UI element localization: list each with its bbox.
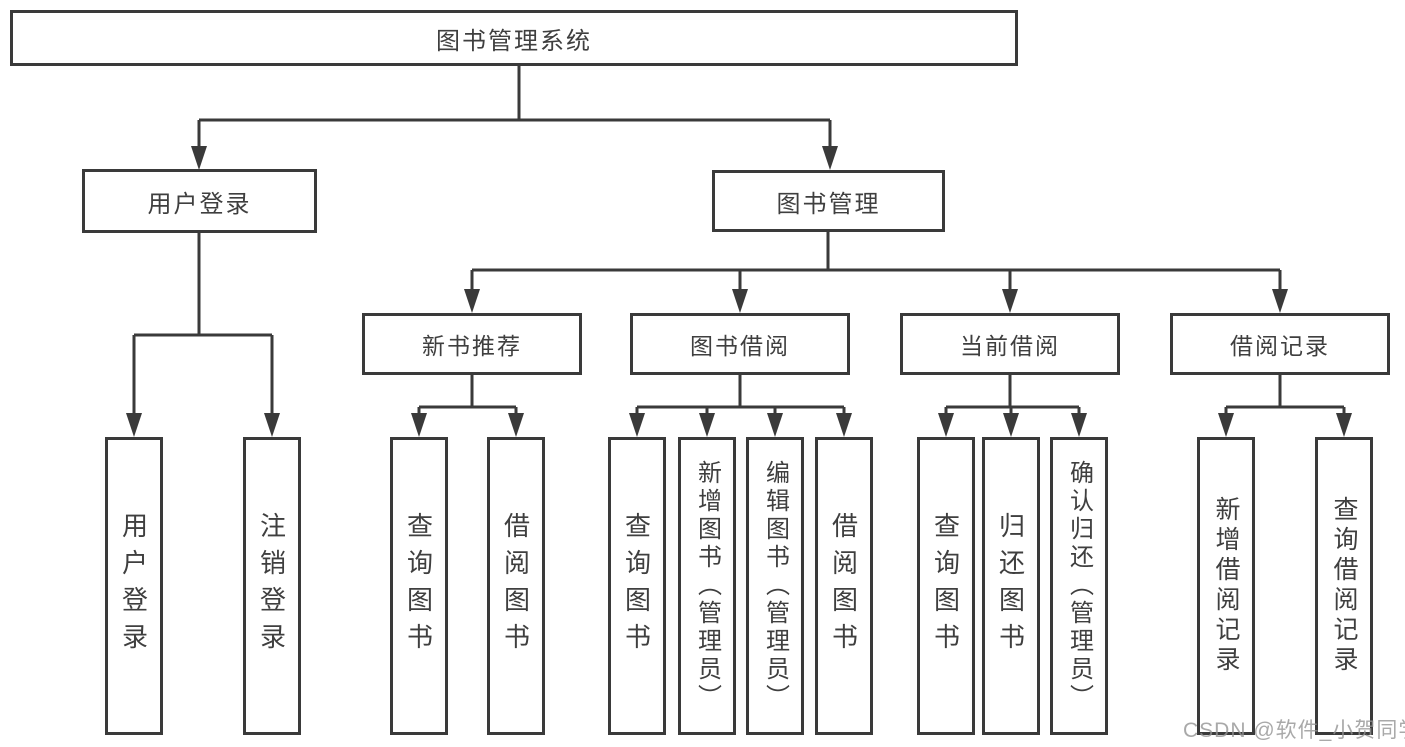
- node-borrow-records: 借阅记录: [1170, 313, 1390, 375]
- node-book-management: 图书管理: [712, 170, 945, 232]
- node-label: 图书借阅: [690, 333, 790, 359]
- node-root: 图书管理系统: [10, 10, 1018, 66]
- node-label: 借阅记录: [1230, 333, 1330, 359]
- node-label: 新书推荐: [422, 333, 522, 359]
- watermark: CSDN @软件_小贺同学: [1183, 719, 1405, 742]
- leaf-label: 用户登录: [118, 512, 149, 660]
- leaf-cb-confirm-return-admin: 确认归还（管理员）: [1050, 437, 1108, 735]
- node-label: 用户登录: [147, 190, 252, 218]
- node-label: 当前借阅: [960, 333, 1060, 359]
- leaf-logout: 注销登录: [243, 437, 301, 735]
- wire-root-to-level1: [197, 66, 832, 150]
- leaf-label: 查询借阅记录: [1330, 496, 1358, 676]
- leaf-bb-add-books-admin: 新增图书（管理员）: [678, 437, 736, 735]
- leaf-cb-return-books: 归还图书: [982, 437, 1040, 735]
- wire-borrow-to-leaves: [635, 375, 846, 416]
- leaf-label: 查询图书: [930, 512, 961, 660]
- node-book-borrow: 图书借阅: [630, 313, 850, 375]
- leaf-bb-borrow-books: 借阅图书: [815, 437, 873, 735]
- leaf-label: 借阅图书: [500, 512, 531, 660]
- leaf-label: 归还图书: [995, 512, 1026, 660]
- leaf-br-query-record: 查询借阅记录: [1315, 437, 1373, 735]
- leaf-nbr-borrow-books: 借阅图书: [487, 437, 545, 735]
- leaf-bb-edit-books-admin: 编辑图书（管理员）: [746, 437, 804, 735]
- node-new-book-recommend: 新书推荐: [362, 313, 582, 375]
- wire-current-to-leaves: [944, 375, 1081, 416]
- leaf-cb-query-books: 查询图书: [917, 437, 975, 735]
- wire-userlogin-to-leaves: [132, 233, 274, 416]
- leaf-label: 新增借阅记录: [1212, 496, 1240, 676]
- leaf-br-add-record: 新增借阅记录: [1197, 437, 1255, 735]
- wire-records-to-leaves: [1224, 375, 1346, 416]
- wire-newbook-to-leaves: [417, 375, 518, 416]
- leaf-label: 借阅图书: [828, 512, 859, 660]
- node-label: 图书管理系统: [436, 27, 592, 55]
- leaf-label: 查询图书: [403, 512, 434, 660]
- leaf-bb-query-books: 查询图书: [608, 437, 666, 735]
- leaf-label: 确认归还（管理员）: [1065, 460, 1093, 712]
- leaf-label: 注销登录: [256, 512, 287, 660]
- leaf-user-login: 用户登录: [105, 437, 163, 735]
- leaf-label: 新增图书（管理员）: [693, 460, 721, 712]
- node-label: 图书管理: [776, 190, 881, 218]
- leaf-label: 查询图书: [621, 512, 652, 660]
- leaf-label: 编辑图书（管理员）: [761, 460, 789, 712]
- wire-bookmgmt-to-level2: [470, 232, 1282, 292]
- leaf-nbr-query-books: 查询图书: [390, 437, 448, 735]
- node-user-login: 用户登录: [82, 169, 317, 233]
- node-current-borrow: 当前借阅: [900, 313, 1120, 375]
